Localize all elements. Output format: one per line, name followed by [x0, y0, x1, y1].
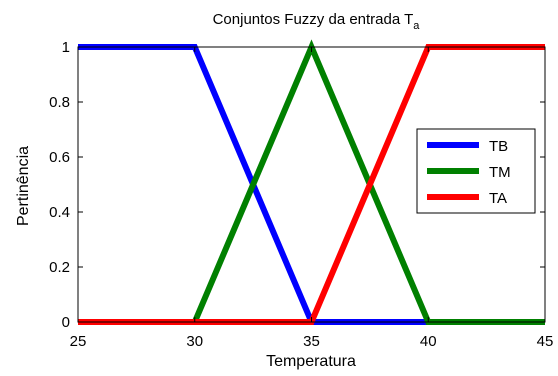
chart-title-main: Conjuntos Fuzzy da entrada T [213, 11, 414, 28]
y-tick-label: 0.2 [49, 259, 70, 276]
y-tick-label: 1 [62, 39, 70, 56]
y-axis-label: Pertinência [15, 146, 32, 226]
x-tick-label: 45 [537, 333, 554, 350]
legend-label-tm: TM [489, 164, 511, 181]
y-tick-label: 0.6 [49, 149, 70, 166]
legend-label-ta: TA [489, 190, 507, 207]
ticks-layer: 25 30 35 40 45 0 0.2 0.4 0.6 0.8 1 [49, 39, 553, 350]
y-tick-label: 0 [62, 314, 70, 331]
x-tick-label: 35 [303, 333, 320, 350]
chart-title-subscript: a [413, 20, 420, 32]
y-tick-label: 0.4 [49, 204, 70, 221]
y-tick-label: 0.8 [49, 94, 70, 111]
x-tick-label: 40 [420, 333, 437, 350]
x-axis-label: Temperatura [266, 353, 356, 370]
legend-label-tb: TB [489, 138, 508, 155]
x-tick-label: 25 [70, 333, 87, 350]
legend: TB TM TA [416, 128, 536, 214]
chart-title: Conjuntos Fuzzy da entrada Ta [213, 11, 421, 32]
x-tick-label: 30 [186, 333, 203, 350]
